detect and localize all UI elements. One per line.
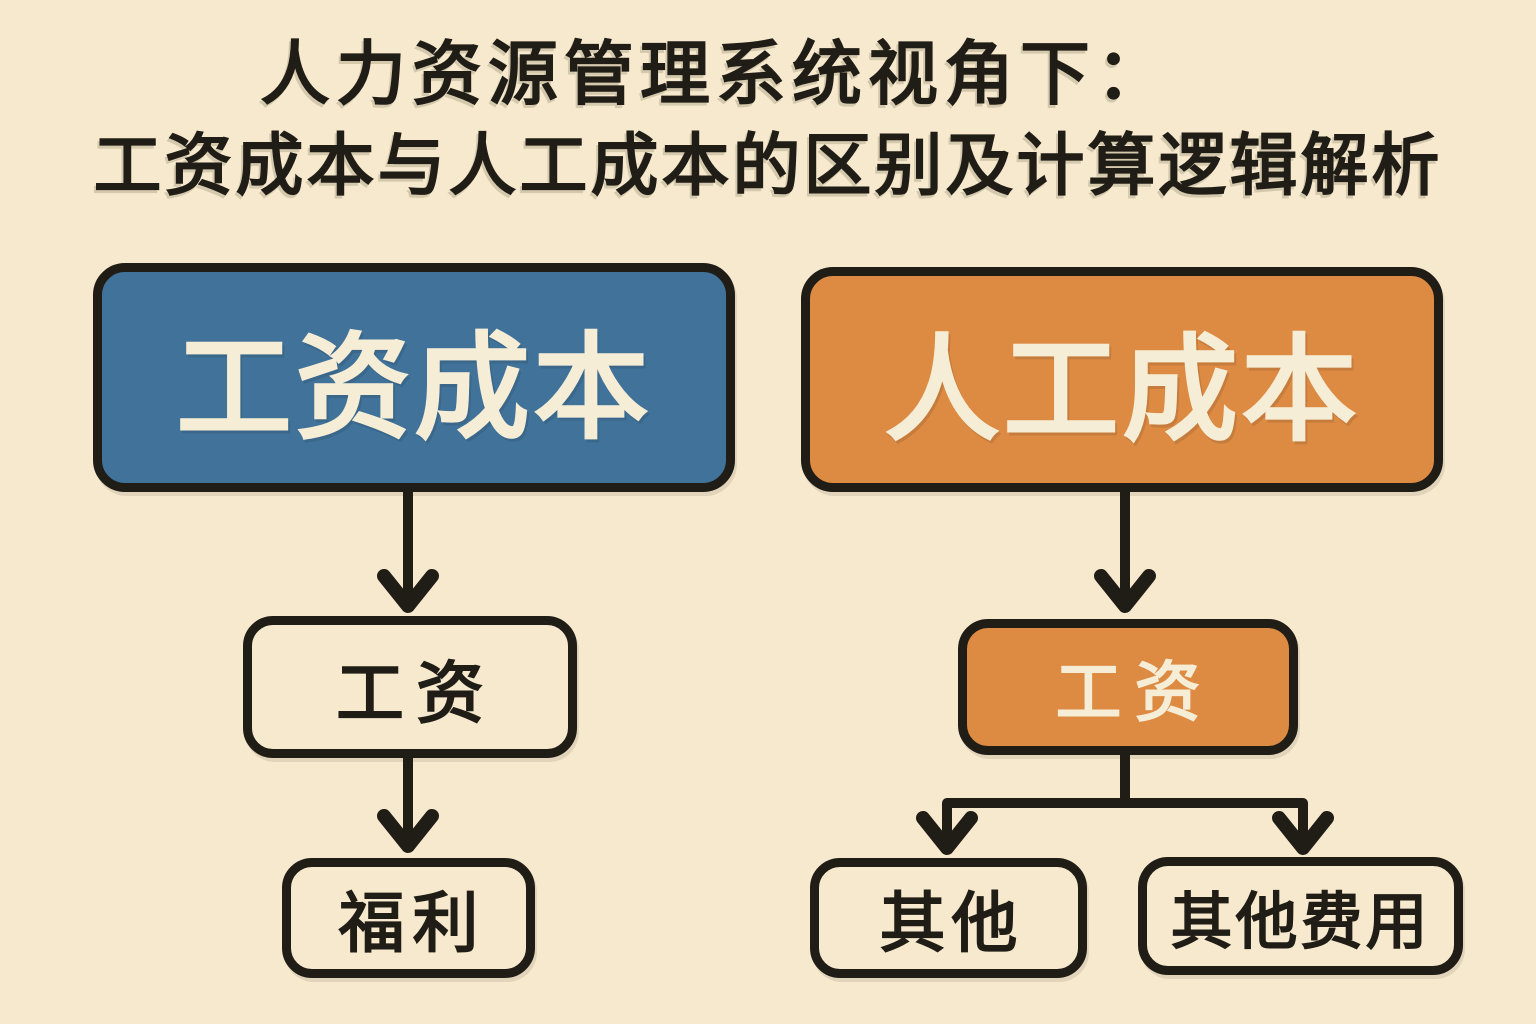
node-welfare: 福利 bbox=[282, 858, 535, 978]
node-labor-cost: 人工成本 bbox=[801, 267, 1443, 492]
node-other-expenses: 其他费用 bbox=[1138, 857, 1463, 975]
arrow-wage-cost-to-wage bbox=[377, 490, 439, 613]
node-other: 其他 bbox=[810, 858, 1087, 978]
node-wage-right: 工资 bbox=[958, 619, 1298, 755]
title-line-1: 人力资源管理系统视角下： bbox=[260, 35, 1172, 113]
node-wage-left: 工资 bbox=[243, 616, 577, 758]
arrow-wage-split bbox=[916, 753, 1334, 855]
arrow-labor-cost-to-wage bbox=[1094, 490, 1156, 613]
title-block: 人力资源管理系统视角下： 工资成本与人工成本的区别及计算逻辑解析 bbox=[0, 36, 1536, 204]
title-line-2: 工资成本与人工成本的区别及计算逻辑解析 bbox=[93, 128, 1443, 204]
node-wage-cost: 工资成本 bbox=[93, 263, 735, 492]
arrow-wage-to-welfare bbox=[377, 756, 439, 853]
